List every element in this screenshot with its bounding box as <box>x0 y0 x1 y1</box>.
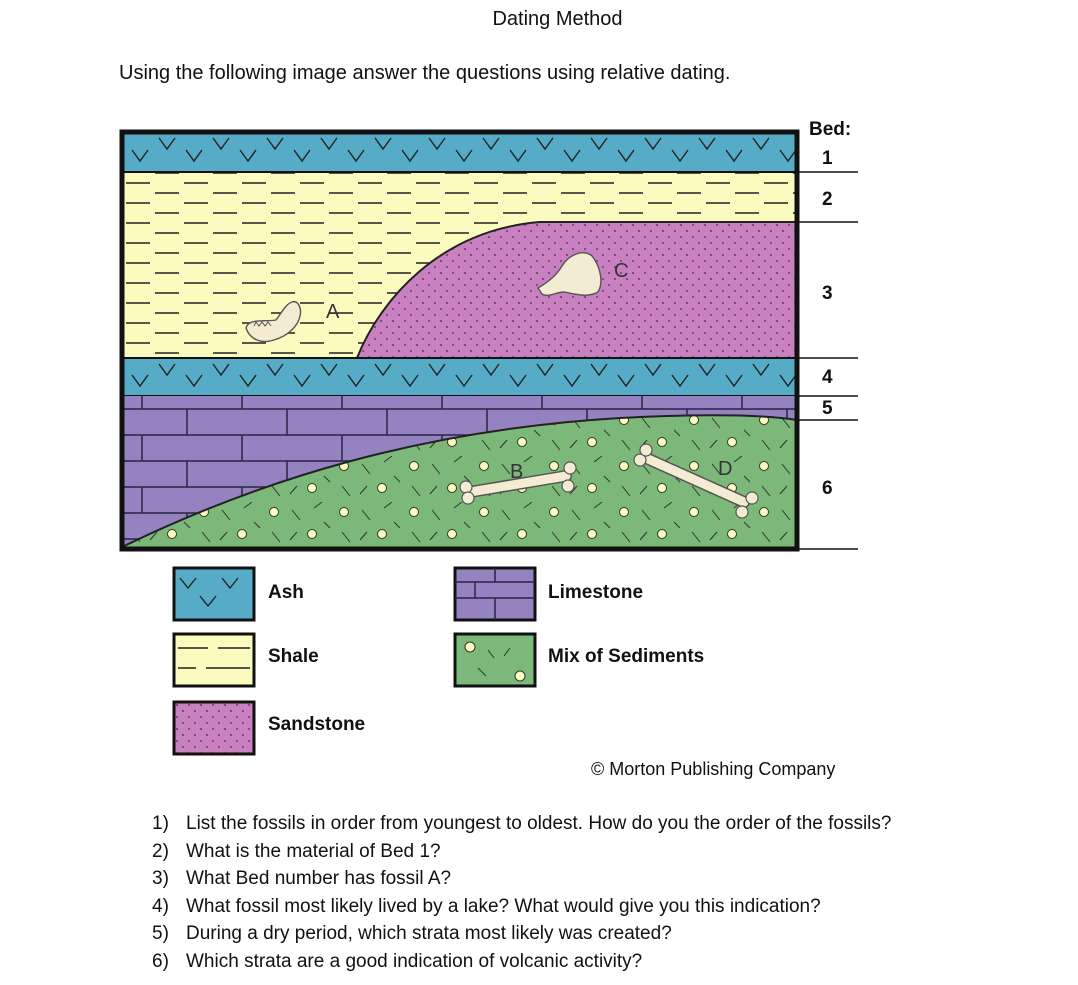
ash-layer-middle <box>121 357 798 397</box>
ash-tick-mark <box>563 374 581 388</box>
legend-label-shale: Shale <box>268 646 319 667</box>
ash-tick-mark <box>212 363 230 377</box>
legend-label-mix: Mix of Sediments <box>548 646 705 667</box>
question-item: 3)What Bed number has fossil A? <box>152 868 452 889</box>
question-item: 5)During a dry period, which strata most… <box>152 923 672 944</box>
ash-tick-mark <box>482 363 500 377</box>
ash-tick-mark <box>509 374 527 388</box>
bed-number-5: 5 <box>822 398 833 419</box>
fossil-bone-b-icon <box>459 461 577 505</box>
mixed-sediment-layer <box>121 414 798 550</box>
ash-tick-mark <box>293 149 311 163</box>
ash-tick-mark <box>401 149 419 163</box>
ash-layer-top <box>121 131 798 173</box>
fossil-label-a: A <box>326 301 340 323</box>
legend-swatch-shale <box>172 632 256 688</box>
fossil-jaw-icon <box>245 301 302 343</box>
legend-swatch-limestone <box>453 566 537 622</box>
ash-tick-mark <box>509 149 527 163</box>
bed-header: Bed: <box>809 119 852 140</box>
ash-tick-mark <box>617 374 635 388</box>
ash-tick-mark <box>779 149 797 163</box>
ash-tick-mark <box>131 374 149 388</box>
legend-swatch-sandstone <box>172 700 256 756</box>
ash-tick-mark <box>698 363 716 377</box>
question-item: 1)List the fossils in order from younges… <box>152 813 892 834</box>
ash-tick-mark <box>401 374 419 388</box>
ash-tick-mark <box>671 374 689 388</box>
bed-number-3: 3 <box>822 283 833 304</box>
bed-number-6: 6 <box>822 478 833 499</box>
ash-tick-mark <box>293 374 311 388</box>
ash-tick-mark <box>590 137 608 151</box>
ash-tick-mark <box>158 363 176 377</box>
ash-tick-mark <box>590 363 608 377</box>
bed-number-2: 2 <box>822 189 833 210</box>
ash-tick-mark <box>131 149 149 163</box>
ash-tick-mark <box>347 149 365 163</box>
question-item: 2)What is the material of Bed 1? <box>152 840 441 862</box>
ash-tick-mark <box>617 149 635 163</box>
ash-tick-mark <box>266 363 284 377</box>
ash-tick-mark <box>239 374 257 388</box>
ash-tick-mark <box>779 374 797 388</box>
ash-tick-mark <box>671 149 689 163</box>
fossil-label-c: C <box>614 260 628 282</box>
legend-swatch-ash <box>172 566 256 622</box>
fossil-bone-d-icon <box>633 443 759 519</box>
ash-tick-mark <box>347 374 365 388</box>
fossil-skull-icon <box>537 252 602 297</box>
ash-tick-mark <box>725 374 743 388</box>
ash-tick-mark <box>185 374 203 388</box>
question-item: 6)Which strata are a good indication of … <box>152 950 643 972</box>
question-list: 1)List the fossils in order from younges… <box>152 810 891 975</box>
ash-tick-mark <box>266 137 284 151</box>
ash-tick-mark <box>482 137 500 151</box>
legend-label-ash: Ash <box>268 582 304 603</box>
ash-tick-mark <box>239 149 257 163</box>
fossil-label-b: B <box>510 461 523 483</box>
legend-label-limestone: Limestone <box>548 582 644 603</box>
instructions: Using the following image answer the que… <box>119 62 731 84</box>
ash-tick-mark <box>374 363 392 377</box>
ash-tick-mark <box>374 137 392 151</box>
legend-label-sandstone: Sandstone <box>268 714 366 735</box>
ash-tick-mark <box>752 363 770 377</box>
ash-tick-mark <box>536 363 554 377</box>
fossil-label-d: D <box>718 458 732 480</box>
copyright-credit: © Morton Publishing Company <box>591 759 836 779</box>
question-item: 4)What fossil most likely lived by a lak… <box>152 895 821 917</box>
ash-tick-mark <box>644 137 662 151</box>
ash-tick-mark <box>752 137 770 151</box>
bed-boundary-lines <box>797 171 858 550</box>
bed-number-1: 1 <box>822 148 833 169</box>
ash-tick-mark <box>428 137 446 151</box>
ash-tick-mark <box>428 363 446 377</box>
bed-number-4: 4 <box>822 367 833 388</box>
ash-tick-mark <box>536 137 554 151</box>
ash-tick-mark <box>563 149 581 163</box>
ash-tick-mark <box>212 137 230 151</box>
diagram-frame <box>119 129 800 552</box>
page-title: Dating Method <box>492 8 623 30</box>
ash-tick-mark <box>320 363 338 377</box>
ash-tick-mark <box>455 374 473 388</box>
ash-tick-mark <box>644 363 662 377</box>
ash-tick-mark <box>185 149 203 163</box>
ash-tick-mark <box>320 137 338 151</box>
ash-tick-mark <box>158 137 176 151</box>
ash-tick-mark <box>455 149 473 163</box>
ash-tick-mark <box>725 149 743 163</box>
ash-tick-mark <box>698 137 716 151</box>
legend-swatch-mix <box>453 632 537 688</box>
